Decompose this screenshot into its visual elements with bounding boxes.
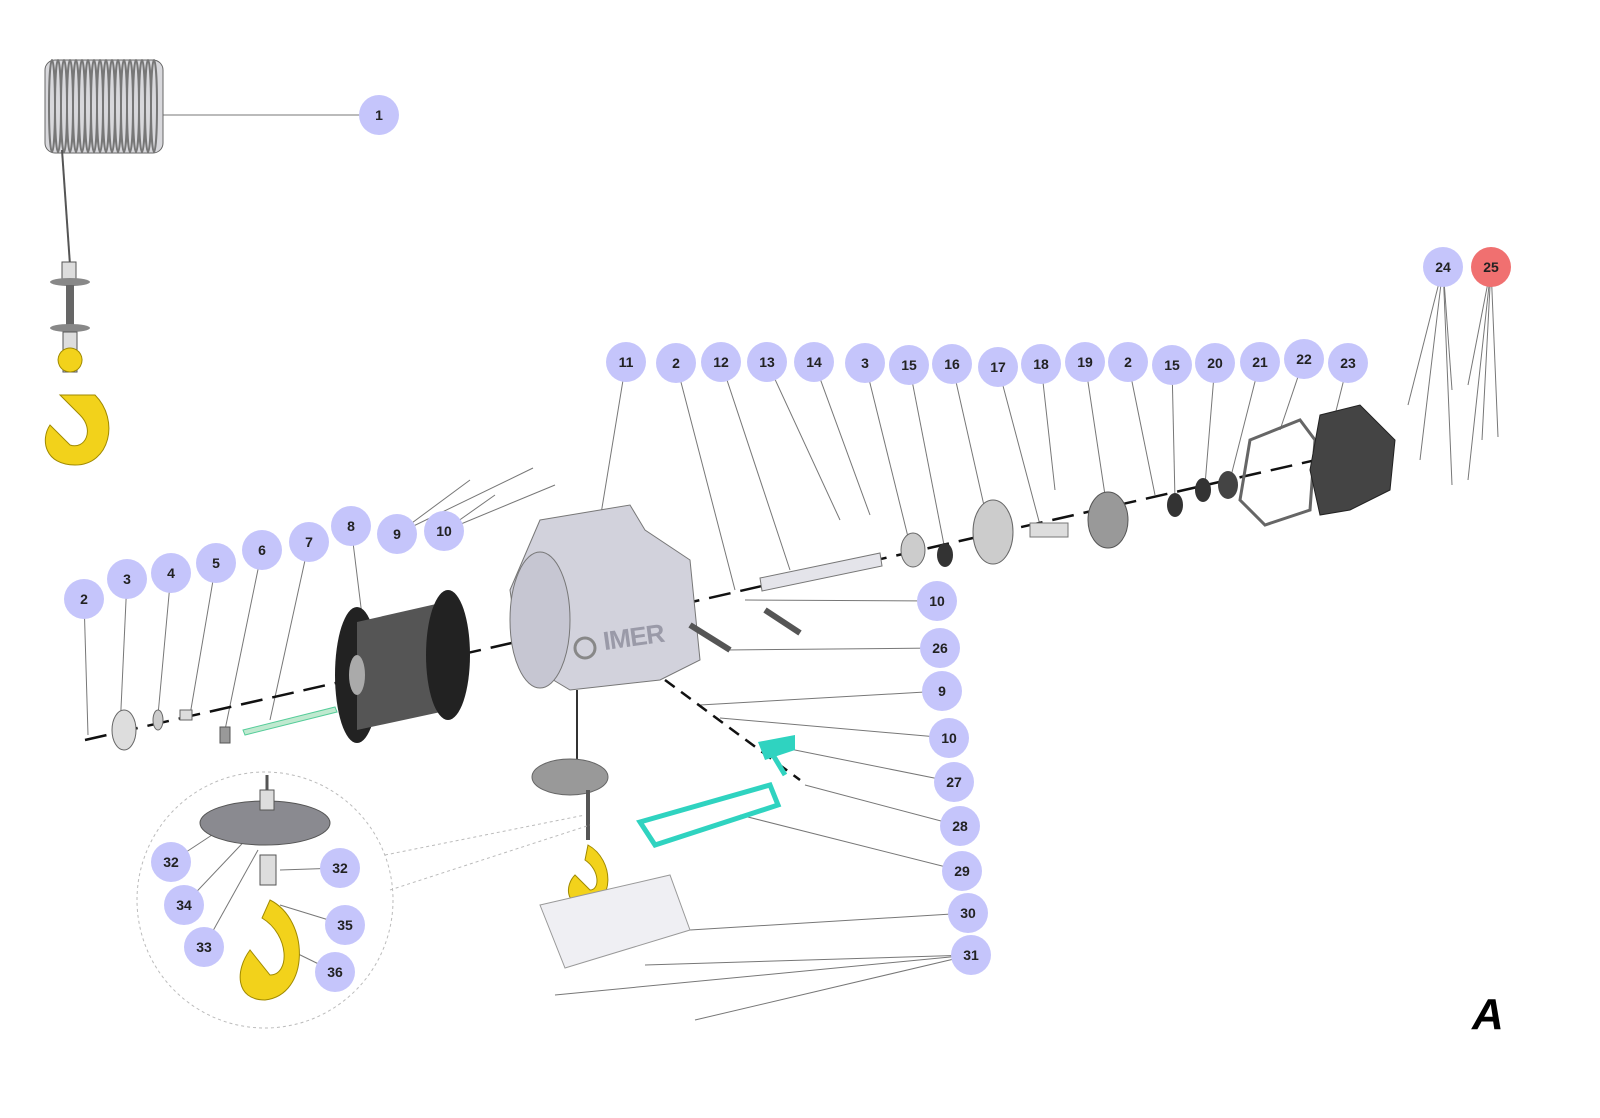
callout-30: 30 [948,893,988,933]
leader-line [1467,266,1492,481]
leader-line [1040,363,1056,491]
callout-7: 7 [289,522,329,562]
cable-drum [335,590,470,743]
leader-line [739,814,963,872]
callout-28: 28 [940,806,980,846]
leader-line [157,572,172,716]
leader-line [269,541,310,721]
callout-4: 4 [151,553,191,593]
callout-18: 18 [1021,344,1061,384]
callout-10: 10 [929,718,969,758]
leader-line [1407,266,1444,406]
callout-26: 26 [920,628,960,668]
callout-13: 13 [747,342,787,382]
lower-hook-and-cover [531,758,691,969]
leader-line [1442,266,1453,486]
leader-line [864,362,911,546]
callout-25: 25 [1471,247,1511,287]
assembly-axis [84,448,1361,742]
callout-34: 34 [164,885,204,925]
leader-line [599,361,627,521]
callout-23: 23 [1328,343,1368,383]
callout-19: 19 [1065,342,1105,382]
leader-lines [83,114,1499,1021]
leader-line [1442,266,1453,391]
leader-line [396,467,534,535]
callout-11: 11 [606,342,646,382]
leader-line [1490,266,1499,438]
leader-line [951,363,986,511]
leader-line [766,361,841,521]
leader-line [1419,266,1444,461]
callout-29: 29 [942,851,982,891]
callout-15: 15 [889,345,929,385]
crank-handle [636,607,802,848]
leader-line [1171,364,1176,501]
callout-10: 10 [424,511,464,551]
callout-36: 36 [315,952,355,992]
leader-line [189,562,217,716]
callout-31: 31 [951,935,991,975]
callout-14: 14 [794,342,834,382]
callout-33: 33 [184,927,224,967]
callout-15: 15 [1152,345,1192,385]
leader-line [908,364,946,551]
leader-line [769,744,955,783]
callout-32: 32 [151,842,191,882]
callout-3: 3 [107,559,147,599]
callout-22: 22 [1284,339,1324,379]
callout-2: 2 [656,343,696,383]
leader-line [224,549,263,731]
leader-line [119,578,128,731]
callout-2: 2 [1108,342,1148,382]
leader-line [644,954,972,966]
shaft-parts [759,404,1396,592]
callout-21: 21 [1240,342,1280,382]
callout-35: 35 [325,905,365,945]
leader-line [1481,266,1492,441]
leader-line [1084,361,1106,496]
leader-line [675,362,736,591]
leader-line [1127,361,1156,496]
callout-3: 3 [845,343,885,383]
leader-line [554,954,972,996]
callout-32: 32 [320,848,360,888]
callout-2: 2 [64,579,104,619]
leader-line [694,954,972,1021]
leader-line [689,912,969,931]
leader-line [83,598,89,736]
wire-rope-coil [44,59,164,266]
detail-magnifier [136,771,591,1029]
callout-9: 9 [922,671,962,711]
leader-line [724,647,941,651]
callout-27: 27 [934,762,974,802]
callout-24: 24 [1423,247,1463,287]
callout-5: 5 [196,543,236,583]
leader-line [1204,362,1216,486]
callout-9: 9 [377,514,417,554]
leader-line [813,361,871,516]
left-small-parts [111,706,338,751]
callout-6: 6 [242,530,282,570]
callout-12: 12 [701,342,741,382]
leader-line [699,690,943,706]
leader-line [997,366,1041,526]
callout-1: 1 [359,95,399,135]
hook-assembly-top [44,261,110,466]
leader-line [719,717,950,739]
callout-10: 10 [917,581,957,621]
callout-16: 16 [932,344,972,384]
callout-8: 8 [331,506,371,546]
leader-line [720,361,791,571]
leader-line [744,599,938,602]
leader-line [1229,361,1261,481]
sheet-letter: A [1472,990,1504,1039]
callout-17: 17 [978,347,1018,387]
leader-line [804,784,961,827]
winch-housing [509,504,701,760]
callout-20: 20 [1195,343,1235,383]
